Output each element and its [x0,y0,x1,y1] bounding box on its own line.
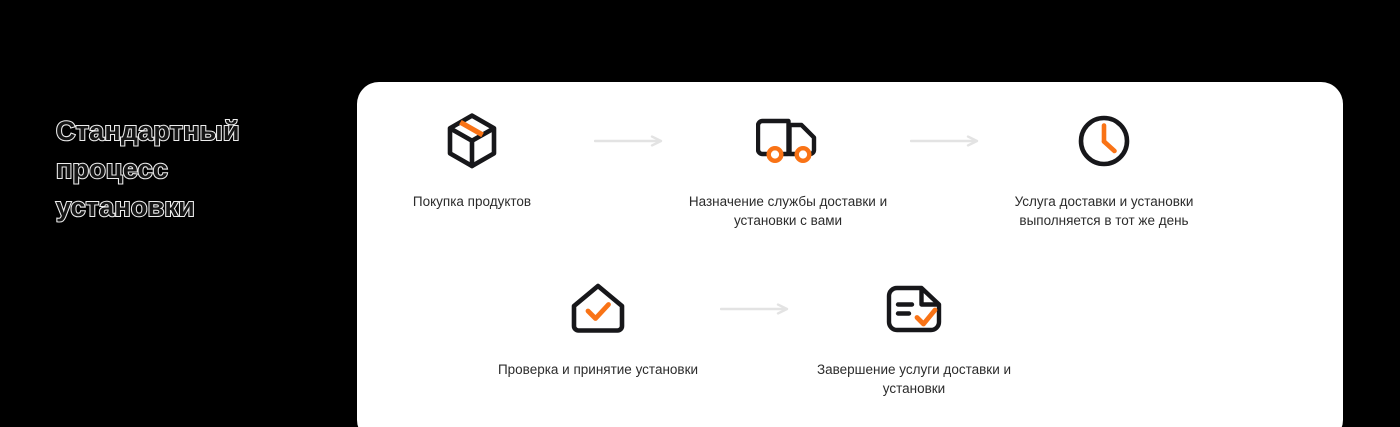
arrow-step2-to-step3-icon [903,110,989,172]
process-step-label: Услуга доставки и установки выполняется … [1014,194,1194,228]
arrow-step4-to-step5-icon [713,278,799,340]
page-title: Стандартный процесс установки [55,115,241,223]
clock-icon [1076,110,1132,172]
process-steps-row-bottom: Проверка и принятие установки Завершение… [483,278,1223,398]
delivery-truck-icon [756,110,820,172]
process-step-2: Назначение службы доставки и установки с… [673,110,903,230]
process-steps-row-top: Покупка продуктов Назначение службы дост… [357,110,1343,230]
process-step-label: Назначение службы доставки и установки с… [688,194,888,228]
process-step-label: Проверка и принятие установки [497,362,699,377]
process-card: Покупка продуктов Назначение службы дост… [357,82,1343,427]
document-check-icon [885,278,943,340]
package-box-icon [445,110,499,172]
house-check-icon [569,278,627,340]
process-step-label: Завершение услуги доставки и установки [816,362,1012,396]
process-step-label: Покупка продуктов [412,194,532,209]
arrow-step1-to-step2-icon [587,110,673,172]
process-step-4: Проверка и принятие установки [483,278,713,379]
process-step-5: Завершение услуги доставки и установки [799,278,1029,398]
process-step-1: Покупка продуктов [357,110,587,211]
process-step-3: Услуга доставки и установки выполняется … [989,110,1219,230]
